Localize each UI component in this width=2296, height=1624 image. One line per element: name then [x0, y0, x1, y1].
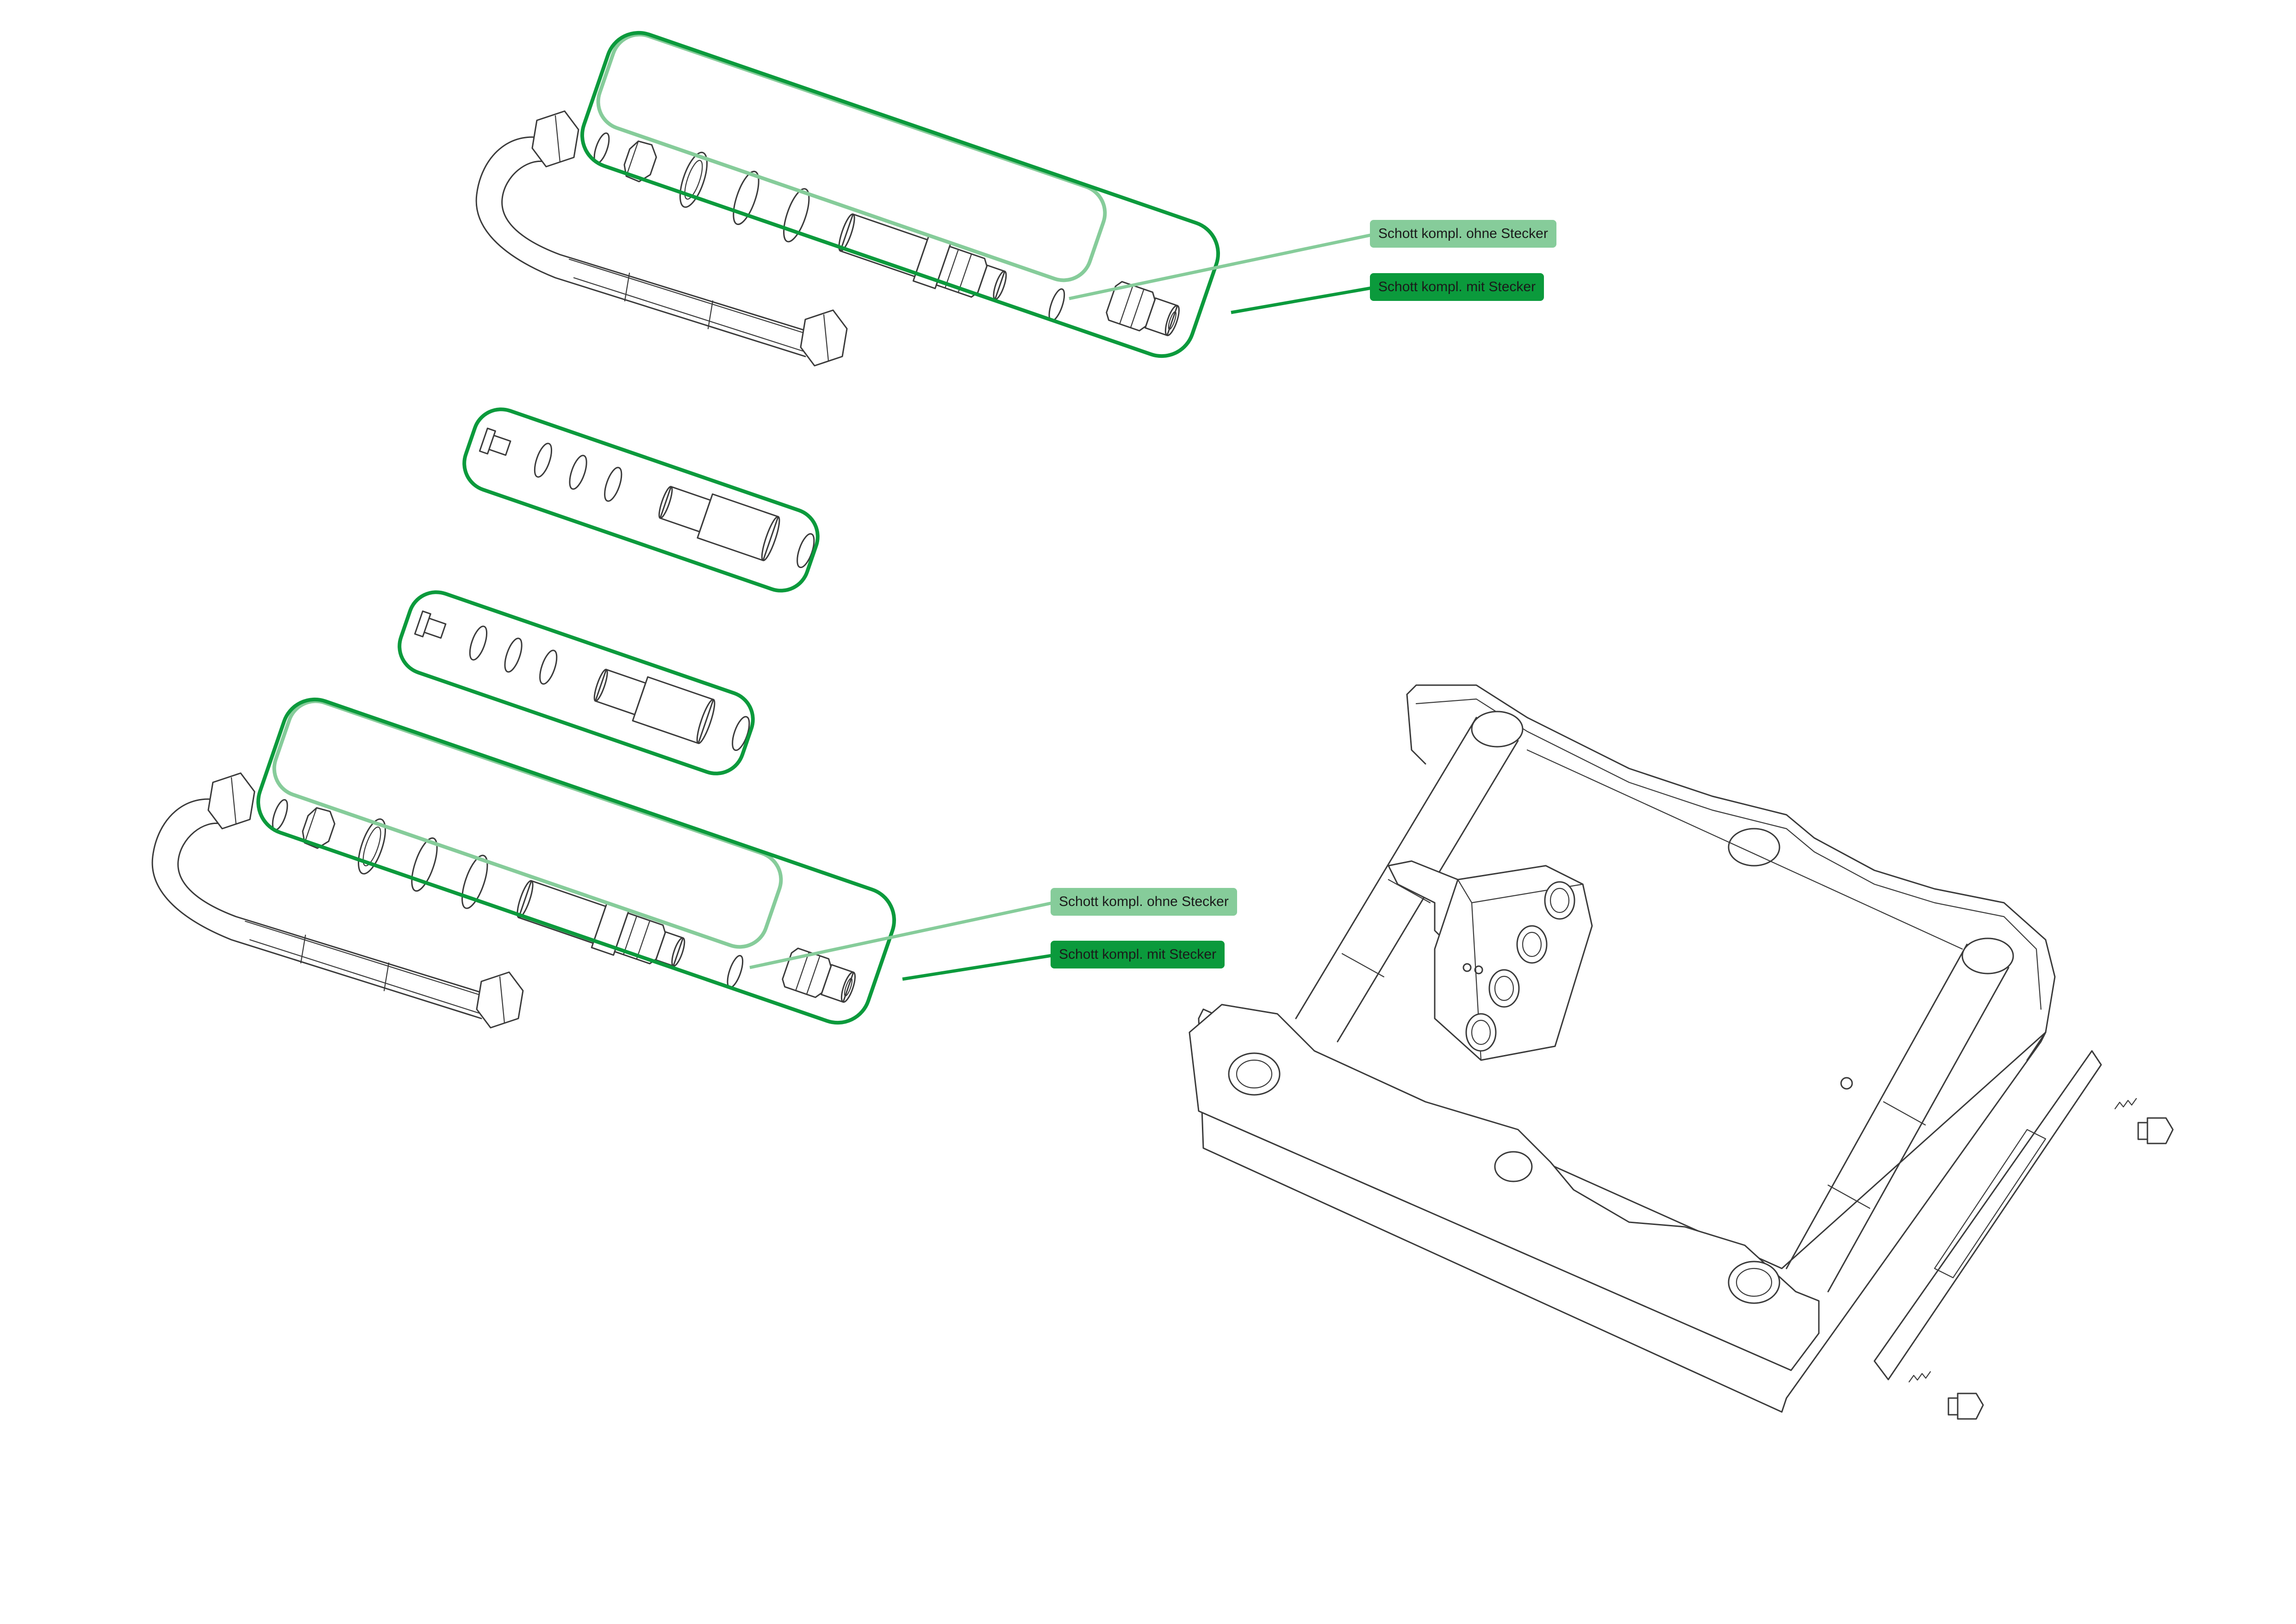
leader-line-without-plug-bottom — [749, 900, 1058, 969]
seal-kit-icon-2 — [411, 600, 755, 758]
group-outline-middle-1 — [462, 407, 820, 593]
bolt-icon — [1948, 1117, 2174, 1420]
callout-with-plug-top: Schott kompl. mit Stecker — [1370, 273, 1544, 301]
spring-icon — [1908, 1098, 2137, 1383]
callout-without-plug-bottom: Schott kompl. ohne Stecker — [1051, 888, 1237, 916]
callout-with-plug-bottom: Schott kompl. mit Stecker — [1051, 941, 1225, 968]
callout-without-plug-top: Schott kompl. ohne Stecker — [1370, 220, 1556, 248]
plug-icon-bottom — [779, 946, 860, 1009]
hose-assembly-icon — [475, 110, 848, 367]
quick-coupler-frame-icon — [1188, 684, 2102, 1413]
group-outline-with-plug-bottom — [256, 697, 896, 1025]
group-outline-with-plug-top — [580, 31, 1220, 358]
group-outline-middle-2 — [398, 590, 755, 775]
leader-line-with-plug-top — [1231, 285, 1377, 314]
leader-line-without-plug-top — [1069, 232, 1377, 300]
leader-line-with-plug-bottom — [902, 953, 1058, 981]
seal-kit-icon-1 — [475, 417, 820, 575]
